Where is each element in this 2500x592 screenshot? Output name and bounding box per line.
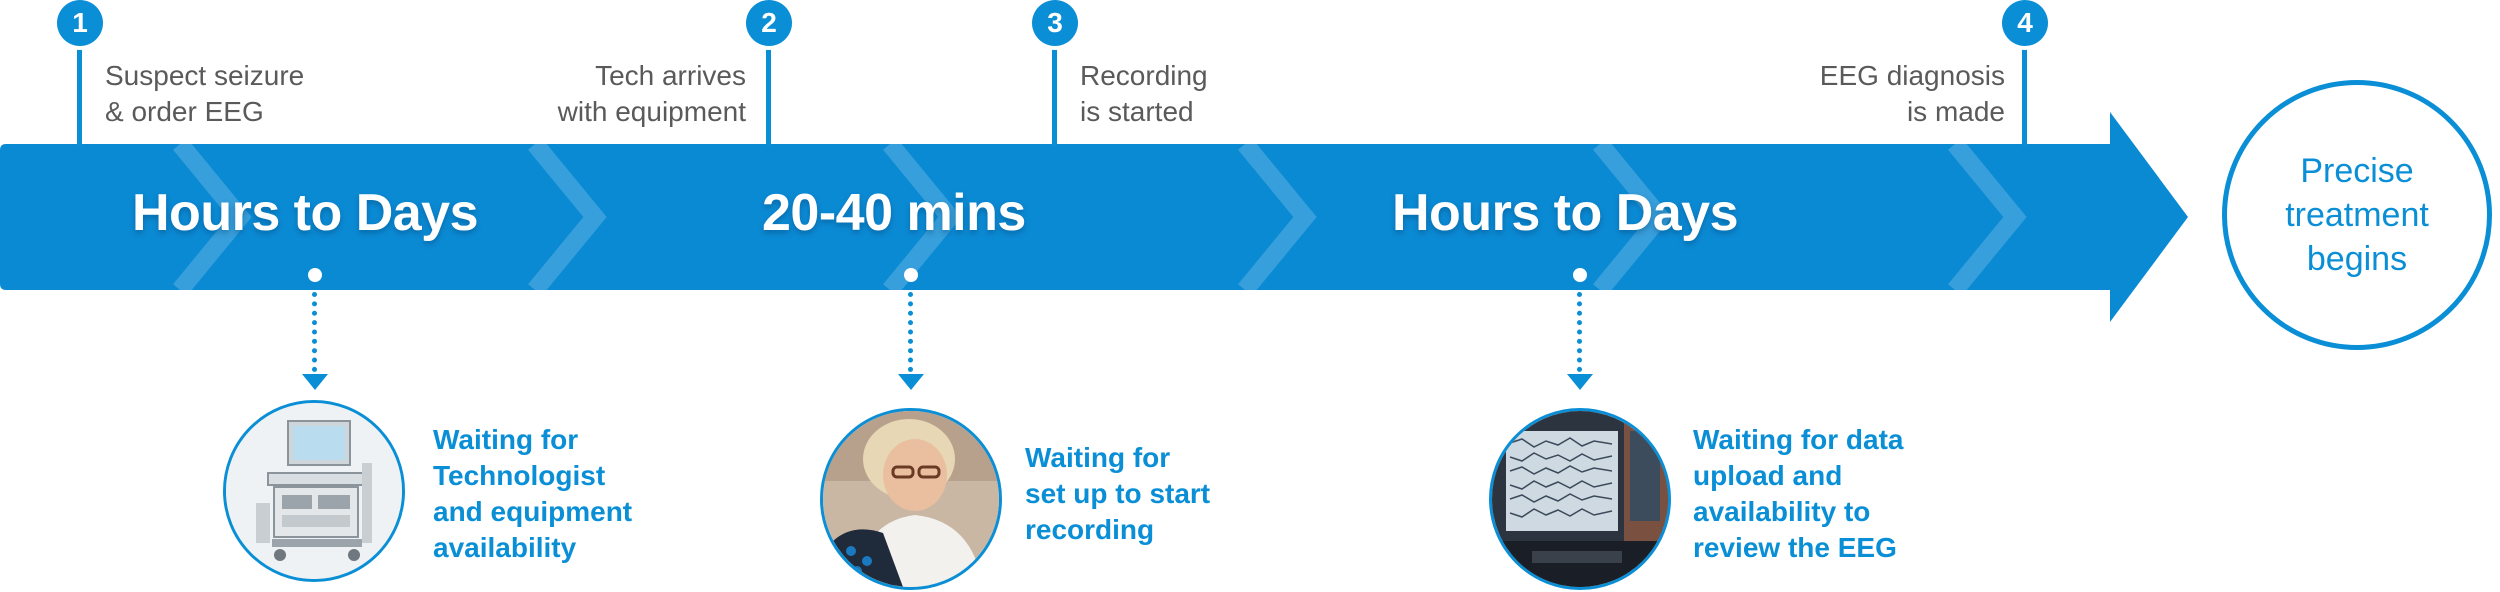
eeg-monitor-photo bbox=[1489, 408, 1671, 590]
milestone-label-1: Suspect seizure & order EEG bbox=[105, 60, 305, 127]
milestone-badge-2: 2 bbox=[746, 0, 792, 46]
duration-label-1: Hours to Days bbox=[132, 184, 479, 242]
down-arrow-icon bbox=[1567, 374, 1593, 390]
milestone-stem-3 bbox=[1052, 24, 1057, 146]
timeline-arrow bbox=[0, 112, 2188, 322]
chevron-decoration bbox=[1593, 138, 1672, 296]
chevron-decoration bbox=[173, 138, 252, 296]
milestone-label-4: EEG diagnosis is made bbox=[1819, 60, 2005, 127]
duration-dot-3 bbox=[1573, 268, 1587, 282]
milestone-badge-3: 3 bbox=[1032, 0, 1078, 46]
chevron-decoration bbox=[1948, 138, 2027, 296]
duration-dot-2 bbox=[904, 268, 918, 282]
dotted-connector-1 bbox=[312, 292, 317, 372]
milestone-badge-4: 4 bbox=[2002, 0, 2048, 46]
down-arrow-icon bbox=[898, 374, 924, 390]
milestone-label-2: Tech arrives with equipment bbox=[557, 60, 746, 127]
down-arrow-icon bbox=[302, 374, 328, 390]
wait-caption-2: Waiting for set up to start recording bbox=[1025, 442, 1211, 545]
duration-label-3: Hours to Days bbox=[1392, 184, 1739, 242]
eeg-equipment-cart-photo bbox=[223, 400, 405, 582]
chevron-decoration bbox=[883, 138, 962, 296]
treatment-goal-circle: Precise treatment begins bbox=[2222, 80, 2492, 350]
milestone-label-3: Recording is started bbox=[1080, 60, 1208, 127]
chevron-decoration bbox=[528, 138, 607, 296]
duration-label-2: 20-40 mins bbox=[762, 184, 1026, 242]
dotted-connector-2 bbox=[908, 292, 913, 372]
milestone-stem-1 bbox=[77, 24, 82, 146]
duration-dot-1 bbox=[308, 268, 322, 282]
dotted-connector-3 bbox=[1577, 292, 1582, 372]
wait-caption-3: Waiting for data upload and availability… bbox=[1693, 424, 1904, 563]
wait-caption-1: Waiting for Technologist and equipment a… bbox=[433, 424, 633, 563]
goal-text: Precise treatment begins bbox=[2285, 152, 2429, 278]
milestone-stem-2 bbox=[766, 24, 771, 146]
milestone-badge-1: 1 bbox=[57, 0, 103, 46]
milestone-stem-4 bbox=[2022, 24, 2027, 146]
technologist-setup-photo bbox=[820, 408, 1002, 590]
chevron-decoration bbox=[1238, 138, 1317, 296]
